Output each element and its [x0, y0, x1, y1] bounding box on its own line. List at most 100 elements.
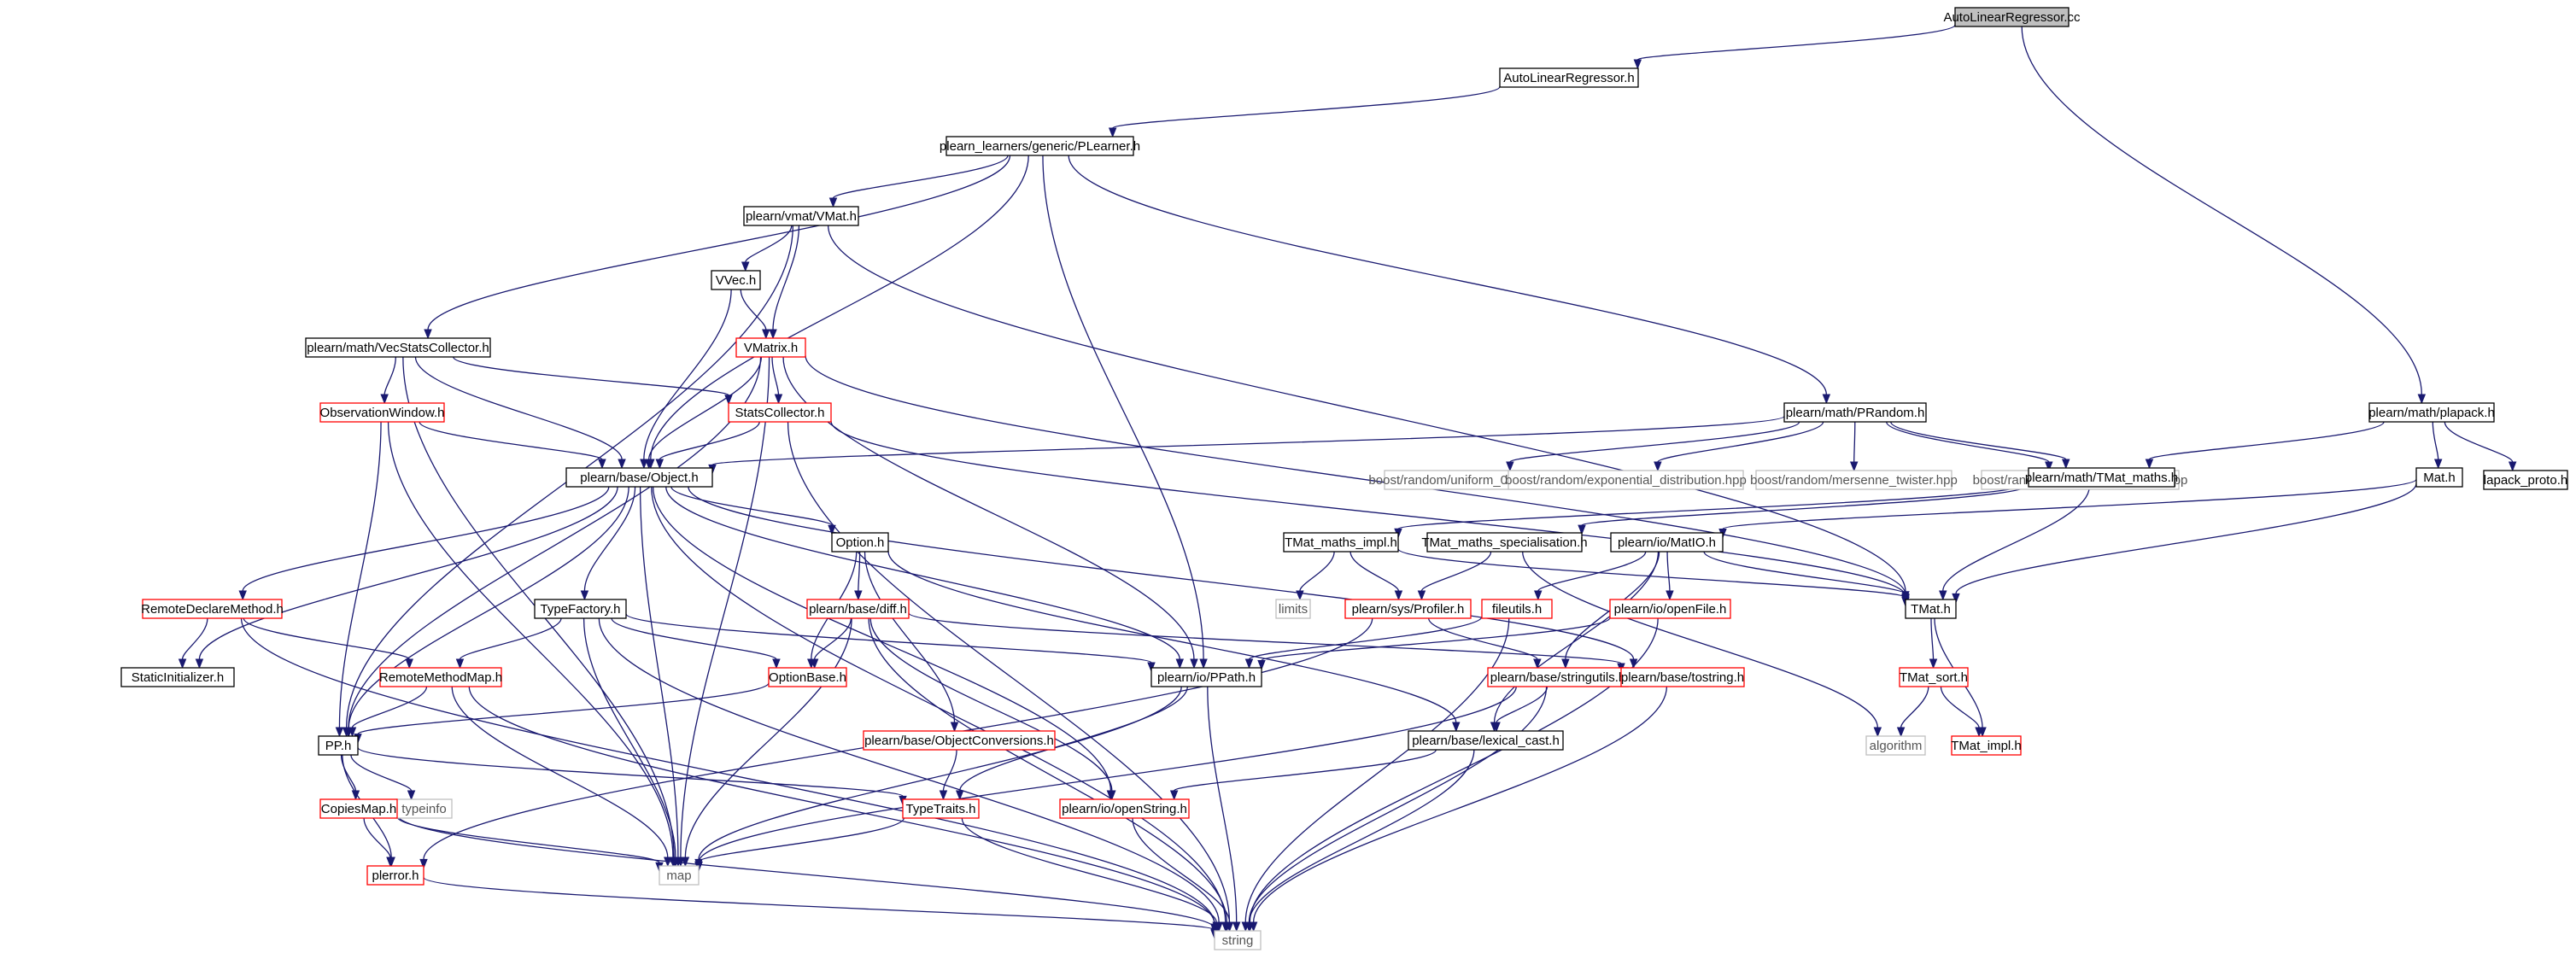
node-statscol[interactable]: StatsCollector.h [728, 402, 832, 423]
node-typetraits[interactable]: TypeTraits.h [902, 798, 980, 819]
node-box [1059, 798, 1190, 819]
arrowhead-icon [2508, 461, 2517, 472]
node-vmat[interactable]: plearn/vmat/VMat.h [743, 206, 859, 226]
arrowhead-icon [1452, 722, 1461, 733]
arrowhead-icon [238, 590, 247, 601]
node-label: VVec.h [716, 273, 757, 288]
arrowhead-icon [1578, 524, 1586, 535]
arrowhead-icon [774, 394, 783, 405]
arrowhead-icon [1108, 790, 1116, 801]
edge-tmath-to-tmatsort [1930, 617, 1935, 660]
node-pph[interactable]: PP.h [318, 735, 359, 756]
edge-plearner-to-prandom [1068, 155, 1827, 395]
node-object[interactable]: plearn/base/Object.h [565, 467, 713, 488]
node-ppath[interactable]: plearn/io/PPath.h [1150, 667, 1262, 687]
node-tmath[interactable]: TMat.h [1905, 599, 1957, 619]
node-tmatmaths[interactable]: plearn/math/TMat_maths.h [2025, 467, 2178, 488]
arrowhead-icon [1975, 727, 1983, 738]
node-lapack[interactable]: lapack_proto.h [2483, 470, 2568, 490]
node-label: plearn_learners/generic/PLearner.h [940, 139, 1140, 154]
node-label: ObservationWindow.h [320, 406, 445, 420]
arrowhead-icon [762, 329, 770, 340]
edge-prandom-to-tmatmaths [1890, 421, 2067, 460]
node-box [2483, 470, 2568, 490]
node-perror[interactable]: plerror.h [366, 865, 424, 886]
node-root[interactable]: AutoLinearRegressor.cc [1943, 7, 2081, 27]
node-vvec[interactable]: VVec.h [711, 270, 761, 290]
arrowhead-icon [335, 727, 344, 738]
node-math[interactable]: Mat.h [2415, 467, 2463, 488]
node-box [1283, 532, 1399, 553]
node-remotemm[interactable]: RemoteMethodMap.h [379, 667, 502, 687]
arrowhead-icon [1232, 921, 1241, 933]
arrowhead-icon [1296, 590, 1304, 601]
arrowhead-icon [939, 790, 948, 801]
node-copiesmap[interactable]: CopiesMap.h [319, 798, 398, 819]
node-label: OptionBase.h [769, 670, 846, 685]
edge-vmatrix-to-tmath [805, 355, 1906, 595]
node-alrh[interactable]: AutoLinearRegressor.h [1499, 67, 1639, 88]
node-mersenne: boost/random/mersenne_twister.hpp [1750, 470, 1958, 490]
node-tostring[interactable]: plearn/base/tostring.h [1620, 667, 1745, 687]
node-tmatsort[interactable]: TMat_sort.h [1899, 667, 1969, 687]
edge-object-to-string [651, 486, 1227, 923]
node-tmatspec[interactable]: TMat_maths_specialisation.h [1421, 532, 1588, 553]
node-plearner[interactable]: plearn_learners/generic/PLearner.h [940, 136, 1140, 156]
node-label: algorithm [1870, 739, 1923, 753]
node-box [1609, 599, 1731, 619]
node-label: Mat.h [2423, 471, 2456, 485]
node-tmatimplh[interactable]: TMat_impl.h [1951, 735, 2022, 756]
node-obswin[interactable]: ObservationWindow.h [319, 402, 445, 423]
node-typefactory[interactable]: TypeFactory.h [534, 599, 627, 619]
node-plapack[interactable]: plearn/math/plapack.h [2368, 402, 2495, 423]
edge-prandom-to-uniform [1509, 421, 1800, 463]
node-objconv[interactable]: plearn/base/ObjectConversions.h [863, 730, 1056, 751]
node-profiler[interactable]: plearn/sys/Profiler.h [1344, 599, 1472, 619]
node-box [1620, 667, 1745, 687]
arrowhead-icon [1873, 727, 1882, 738]
arrowhead-icon [724, 395, 733, 406]
node-openstring[interactable]: plearn/io/openString.h [1059, 798, 1190, 819]
node-lexcast[interactable]: plearn/base/lexical_cast.h [1408, 730, 1564, 751]
node-label: RemoteDeclareMethod.h [141, 602, 284, 617]
edge-tmatmaths-to-tmatspec [1581, 484, 2029, 526]
node-matio[interactable]: plearn/io/MatIO.h [1610, 532, 1724, 553]
node-vmatrix[interactable]: VMatrix.h [735, 337, 806, 358]
node-box [1951, 735, 2022, 756]
arrowhead-icon [1533, 658, 1542, 670]
node-vecstats[interactable]: plearn/math/VecStatsCollector.h [305, 337, 491, 358]
arrowhead-icon [1394, 590, 1403, 601]
node-prandom[interactable]: plearn/math/PRandom.h [1783, 402, 1927, 423]
node-limits: limits [1275, 599, 1311, 619]
node-algorithm: algorithm [1865, 735, 1926, 756]
node-tmatimpl[interactable]: TMat_maths_impl.h [1283, 532, 1399, 553]
node-remotedecl[interactable]: RemoteDeclareMethod.h [141, 599, 284, 619]
node-stringutils[interactable]: plearn/base/stringutils.h [1487, 667, 1629, 687]
edge-math-to-tmath [1955, 482, 2417, 594]
node-expdist: boost/random/exponential_distribution.hp… [1505, 470, 1747, 490]
node-uniform: boost/random/uniform_01.hpp [1368, 470, 1540, 490]
edge-typefactory-to-remotemm [459, 617, 562, 660]
node-openfile[interactable]: plearn/io/openFile.h [1609, 599, 1731, 619]
arrowhead-icon [380, 394, 389, 405]
node-staticinit[interactable]: StaticInitializer.h [120, 667, 235, 687]
arrowhead-icon [1901, 594, 1910, 604]
arrowhead-icon [2433, 459, 2443, 470]
node-basediff[interactable]: plearn/base/diff.h [806, 599, 910, 619]
arrowhead-icon [681, 857, 690, 868]
arrowhead-icon [407, 790, 416, 801]
edge-perror-to-string [423, 876, 1215, 931]
node-label: plearn/base/lexical_cast.h [1412, 734, 1560, 748]
edge-tostring-to-string [1252, 686, 1668, 923]
edge-tmatmaths-to-tmatimpl [1397, 482, 2029, 529]
edge-optionbase-to-pph [357, 682, 770, 735]
edge-fileutils-to-string [1244, 617, 1510, 923]
arrowhead-icon [1169, 790, 1179, 801]
node-box [1408, 730, 1564, 751]
node-fileutils[interactable]: fileutils.h [1481, 599, 1553, 619]
node-option[interactable]: Option.h [831, 532, 889, 553]
arrowhead-icon [1244, 921, 1254, 933]
arrowhead-icon [640, 459, 648, 470]
node-optionbase[interactable]: OptionBase.h [768, 667, 847, 687]
node-box [2368, 402, 2495, 423]
